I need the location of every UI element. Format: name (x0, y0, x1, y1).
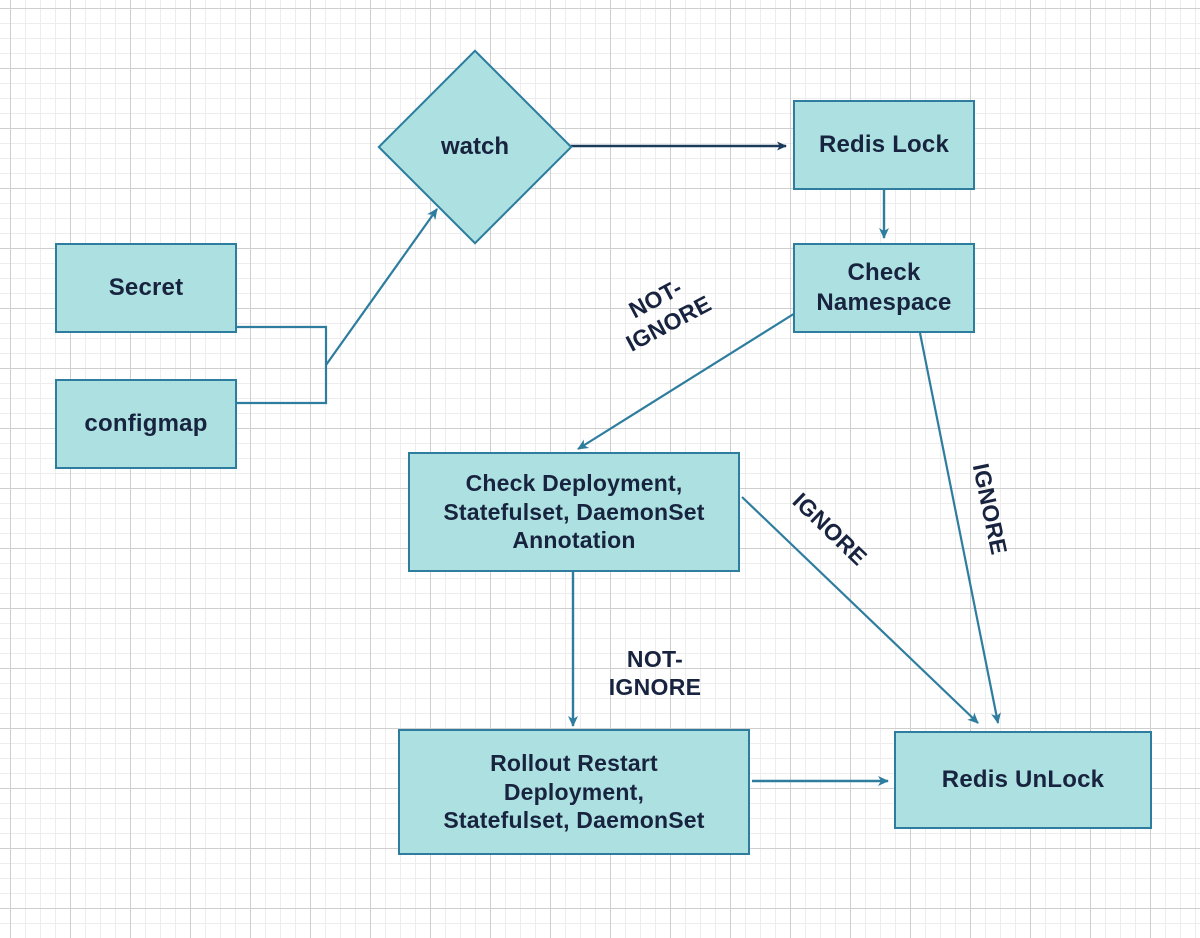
node-configmap[interactable]: configmap (55, 379, 237, 469)
node-secret[interactable]: Secret (55, 243, 237, 333)
node-check-deployment-annotation[interactable]: Check Deployment, Statefulset, DaemonSet… (408, 452, 740, 572)
edge-label-ignore-namespace: IGNORE (967, 461, 1013, 557)
edge-check-deployment-to-redis-unlock (741, 496, 979, 724)
node-rollout-restart[interactable]: Rollout Restart Deployment, Statefulset,… (398, 729, 750, 855)
node-secret-label: Secret (108, 274, 184, 301)
node-rollout-restart-label: Rollout Restart Deployment, Statefulset,… (443, 749, 705, 834)
node-check-namespace-label: Check Namespace (816, 259, 952, 316)
edge-secret-configmap-join (237, 208, 438, 405)
node-watch[interactable]: watch (377, 49, 573, 245)
edge-label-not-ignore-namespace: NOT- IGNORE (621, 273, 716, 357)
node-redis-lock[interactable]: Redis Lock (793, 100, 975, 190)
edge-label-not-ignore-rollout: NOT- IGNORE (608, 646, 702, 701)
node-configmap-label: configmap (84, 410, 208, 437)
node-check-deployment-label: Check Deployment, Statefulset, DaemonSet… (443, 469, 705, 554)
node-check-namespace[interactable]: Check Namespace (793, 243, 975, 333)
node-redis-unlock-label: Redis UnLock (941, 766, 1105, 793)
node-redis-unlock[interactable]: Redis UnLock (894, 731, 1152, 829)
node-redis-lock-label: Redis Lock (818, 131, 950, 158)
node-watch-label: watch (440, 133, 509, 160)
edge-label-ignore-deployment: IGNORE (787, 487, 873, 571)
